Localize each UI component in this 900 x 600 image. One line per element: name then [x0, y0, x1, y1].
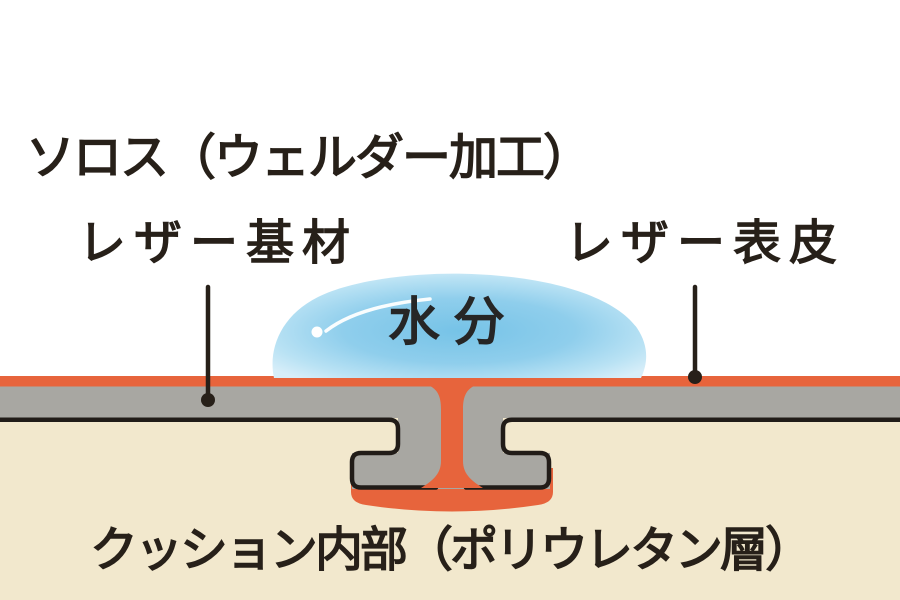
label-moisture: 水分	[388, 294, 519, 352]
label-leather-base: レザー基材	[78, 217, 359, 270]
diagram-title: ソロス（ウェルダー加工）	[26, 131, 592, 185]
droplet-highlight-dot	[311, 326, 323, 338]
weld-hook-outline-left	[0, 417, 439, 490]
weld-hook-left	[352, 416, 452, 489]
leather-skin-layer	[0, 376, 900, 387]
water-droplet	[272, 273, 647, 378]
weld-column	[421, 384, 483, 488]
leader-dot-base	[201, 393, 215, 407]
weld-hook-outline-right	[463, 417, 900, 490]
weld-hook-right	[452, 416, 550, 489]
leader-dot-skin	[688, 370, 702, 384]
label-cushion: クッション内部（ポリウレタン層）	[89, 524, 813, 577]
label-leather-skin: レザー表皮	[565, 217, 846, 270]
droplet-highlight-arc	[324, 297, 432, 333]
